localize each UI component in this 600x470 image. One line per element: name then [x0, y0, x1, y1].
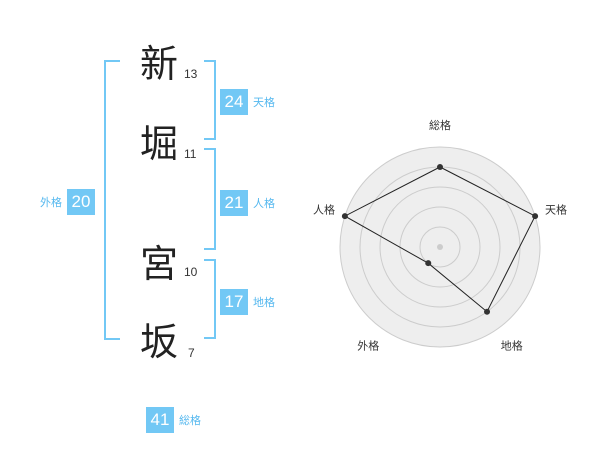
radar-point-1 — [437, 164, 443, 170]
radar-ring — [379, 186, 501, 308]
gaikaku-label: 外格 — [40, 196, 62, 209]
soukaku-badge: 41 総格 — [146, 407, 201, 433]
radar-point-4 — [425, 260, 432, 267]
radar-axis-label: 人格 — [313, 202, 335, 216]
tenkaku-value: 24 — [220, 89, 248, 115]
kanji-1: 新 — [140, 42, 179, 86]
kanji-2: 堀 — [140, 122, 179, 166]
chikaku-value: 17 — [220, 289, 248, 315]
jinkaku-label: 人格 — [253, 197, 275, 210]
jinkaku-value: 21 — [220, 190, 248, 216]
chikaku-bracket — [204, 259, 216, 339]
kanji-3-strokes: 10 — [184, 265, 198, 279]
radar-point-5 — [341, 213, 348, 220]
radar-axis-label: 総格 — [429, 118, 451, 132]
radar-axis-label: 外格 — [357, 339, 379, 353]
radar-axis-label: 天格 — [545, 202, 567, 216]
radar-ring — [419, 226, 461, 268]
radar-point-3 — [484, 308, 491, 315]
radar-series-polygon — [343, 166, 536, 313]
radar-axis-label: 地格 — [501, 339, 523, 353]
jinkaku-badge: 21 人格 — [220, 190, 275, 216]
gaikaku-value: 20 — [67, 189, 95, 215]
tenkaku-bracket — [204, 60, 216, 140]
kanji-4: 坂 — [140, 320, 179, 364]
kanji-2-strokes: 11 — [184, 147, 197, 161]
gaikaku-badge: 20 外格 — [40, 189, 95, 215]
kanji-4-strokes: 7 — [188, 346, 195, 360]
chikaku-badge: 17 地格 — [220, 289, 275, 315]
jinkaku-bracket — [204, 148, 216, 250]
radar-center-dot — [437, 244, 443, 250]
chikaku-label: 地格 — [253, 296, 275, 309]
tenkaku-label: 天格 — [253, 96, 275, 109]
kanji-3: 宮 — [140, 242, 179, 286]
gaikaku-bracket — [104, 60, 120, 340]
radar-point-2 — [532, 213, 539, 220]
soukaku-value: 41 — [146, 407, 174, 433]
kanji-1-strokes: 13 — [184, 67, 198, 81]
soukaku-label: 総格 — [179, 414, 201, 427]
tenkaku-badge: 24 天格 — [220, 89, 275, 115]
